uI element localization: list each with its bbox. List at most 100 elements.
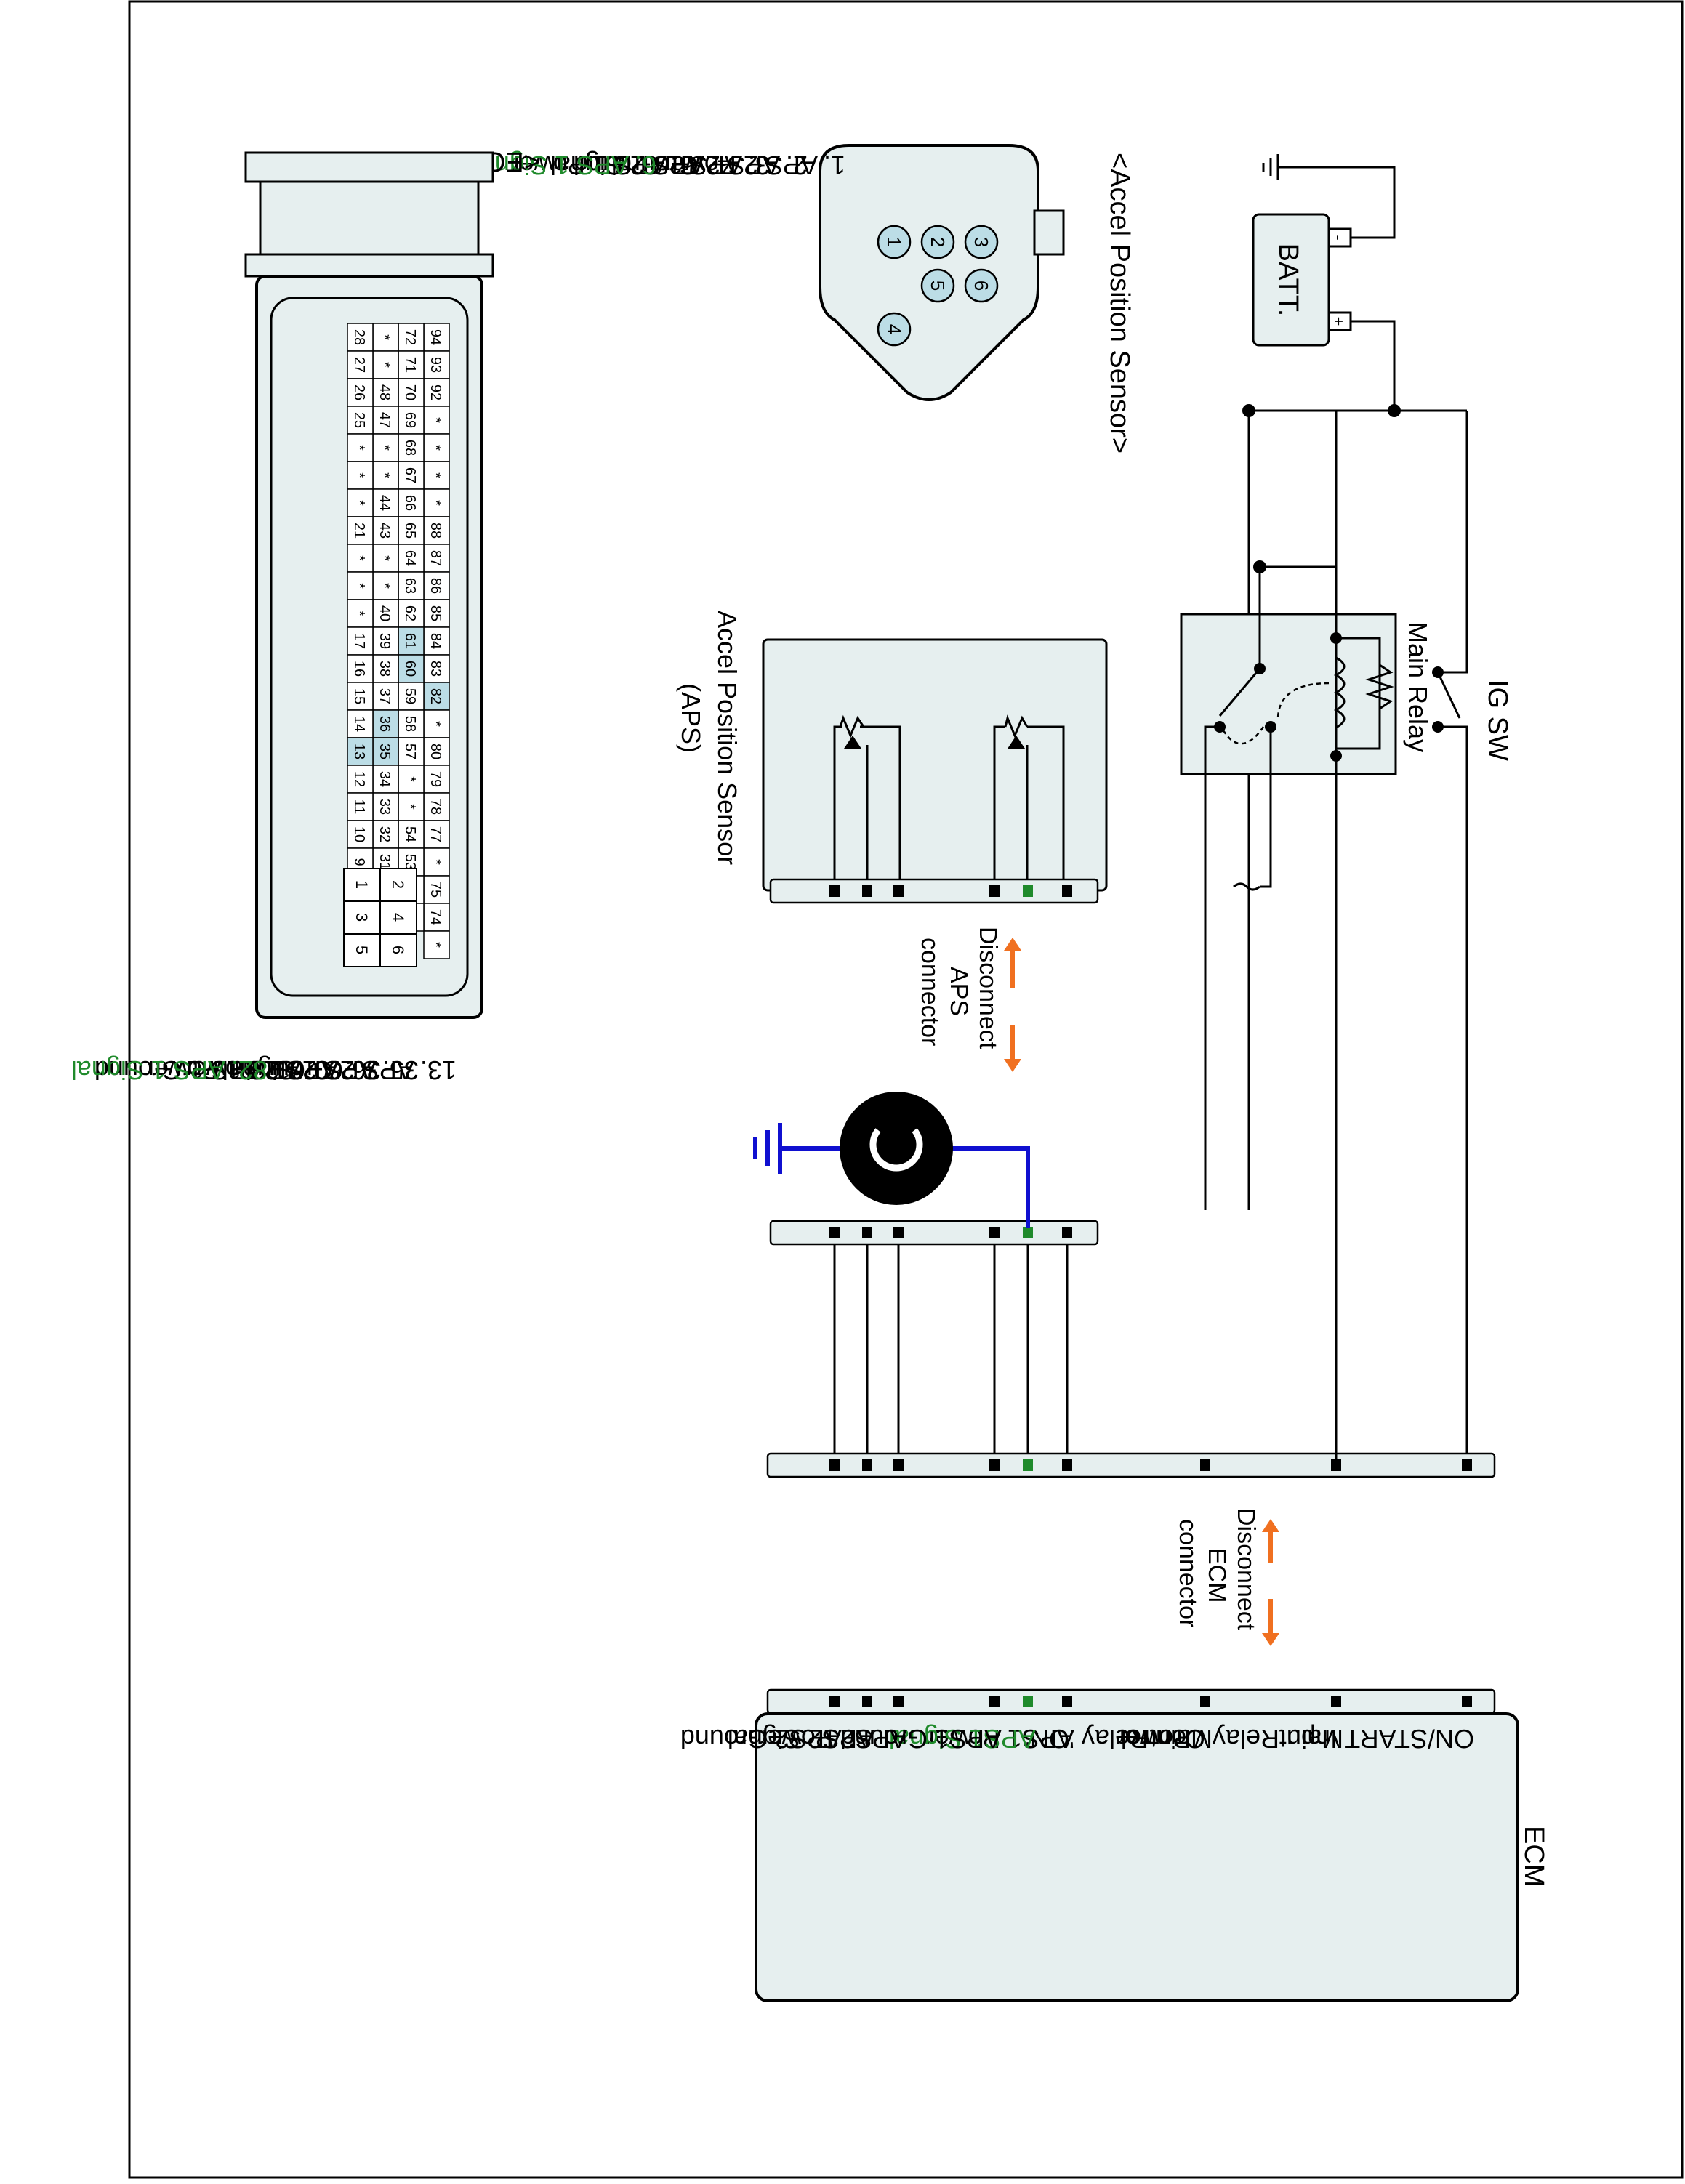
ecm-pin-label: 16 [351,661,367,677]
ecm-pin-label: 94 [427,329,443,345]
ecm-small-pin-label: 6 [389,946,407,954]
ecm-disconnect-arrows: Disconnect ECM connector [1174,1508,1279,1646]
svg-text:2: 2 [927,237,949,247]
svg-text:1: 1 [883,237,905,247]
main-relay-on-power-wire [1204,725,1220,1210]
ecm-pin-label: 70 [402,384,418,400]
voltmeter-probe [753,1092,1030,1228]
svg-text:4: 4 [883,324,905,334]
ecm-pin-label: 38 [377,661,393,677]
ecm-pin-label: 84 [427,633,443,649]
ecm-pin-label: 21 [351,523,367,539]
ecm-pin-label: 59 [402,688,418,704]
ecm-pin-label: 62 [402,605,418,621]
ecm-disconnect-label-2: ECM [1203,1548,1231,1603]
aps-sensor-label-1: Accel Position Sensor [712,611,742,865]
ecm-pin-label: 37 [377,688,393,704]
ecm-pin-label: 92 [427,384,443,400]
ecm-pin-label: * [377,472,393,478]
ecm-pin-label: 26 [351,384,367,400]
ecm-small-pin-label: 2 [389,880,407,889]
aps1-potentiometer [1004,714,1029,738]
wire-continuation-symbol [1233,882,1260,891]
ecm-pin-label: 64 [402,550,418,566]
ecm-pin-cell [423,930,450,959]
ecm-pin-label: 44 [377,495,393,511]
main-relay: Main Relay [1180,560,1433,1210]
ecm-pin-label: 17 [351,633,367,649]
ecm-title: ECM [1519,1826,1549,1887]
ecm-pin-label: 27 [351,357,367,373]
ecm-box [755,1712,1519,2002]
relay-contact-arm [1218,668,1261,717]
ecm-pin-label: 47 [377,412,393,428]
ecm-pin-label: * [427,445,443,451]
ecm-pin-label: 66 [402,495,418,511]
ecm-pin-label: 12 [351,771,367,787]
ecm-pin-label: 88 [427,523,443,539]
ecm-small-pin-label: 4 [389,913,407,922]
ecm-input-on-start: ON/START Input [1279,1724,1474,1754]
ecm-pin-label: * [351,500,367,506]
ecm-pin-label: 83 [427,661,443,677]
ecm-pin-label: 82 [427,688,443,704]
ecm-legend-36: 36. APS 2 Power [183,1055,381,1085]
ecm-pin-label: 63 [402,578,418,594]
ecm-small-pin-label: 1 [353,880,371,889]
ecm-block: ECM [755,1688,1549,2002]
ecm-pin-label: * [427,721,443,727]
ecm-input-aps1-ground: APS1 Ground [840,1724,1002,1754]
ecm-pin-label: * [377,445,393,451]
aps-legend-1: 1. APS 2 Power [662,150,845,180]
aps-disconnect-label-3: connector [916,938,944,1046]
harness-connector-strip [769,1220,1099,1468]
ecm-pin-label: 35 [377,744,393,759]
ecm-input-aps2-ground: APS2 Ground [680,1724,842,1754]
ecm-pin-label: 33 [377,799,393,815]
ecm-pin-label: 78 [427,799,443,815]
ecm-pin-label: * [377,555,393,561]
aps-pin-1 [877,225,912,259]
ecm-small-pin-cell [343,868,381,902]
aps-disconnect-label-2: APS [945,967,973,1016]
ecm-harness-strip [766,1452,1496,1478]
battery-minus-sign: - [1330,235,1348,240]
ecm-pin-label: 67 [402,467,418,483]
ecm-pin-label: 79 [427,771,443,787]
ig-sw-label: IG SW [1482,680,1513,761]
relay-coil [1333,656,1346,729]
ecm-input-aps2-signal: APS2 Signal [728,1724,874,1754]
aps-legend-2: 2. APS 2 Ground [611,150,808,180]
aps-sensor-box [762,638,1108,892]
battery-ground-wire [1278,166,1396,239]
ecm-disconnect-label-1: Disconnect [1232,1508,1260,1631]
ecm-pin-label: 36 [377,716,393,732]
aps-legend-5: 5. APS 1 Power [511,150,694,180]
ecm-legend-13: 13. APS 2 Ground [246,1055,457,1085]
ecm-pin-label: 60 [402,661,418,677]
ecm-pin-label: * [351,445,367,451]
ecm-pin-label: 57 [402,744,418,759]
ecm-pin-label: 32 [377,826,393,842]
aps-pin-2 [920,225,955,259]
ecm-legend-82: 82. APS 1 Signal [71,1055,268,1085]
ecm-pin-label: 93 [427,357,443,373]
ecm-pin-label: 40 [377,605,393,621]
battery-plus-wire [1351,320,1396,411]
voltmeter-icon [840,1092,953,1205]
ecm-pin-label: 11 [351,799,367,815]
ecm-pin-label: 85 [427,605,443,621]
ecm-pin-label: 68 [402,440,418,456]
ecm-pin-label: * [351,583,367,589]
ecm-pin-label: * [351,611,367,616]
ecm-pin-label: 86 [427,578,443,594]
ecm-pin-label: 34 [377,771,393,787]
aps-connector-title: <Accel Position Sensor> [1104,153,1135,454]
svg-text:6: 6 [970,281,992,291]
ecm-legend-61: 61. APS 1 Ground [94,1055,305,1085]
ecm-pin-label: 75 [427,882,443,898]
ecm-pin-label: 72 [402,329,418,345]
ecm-pin-label: 39 [377,633,393,649]
ecm-pin-label: * [427,942,443,948]
battery-box [1252,213,1330,347]
